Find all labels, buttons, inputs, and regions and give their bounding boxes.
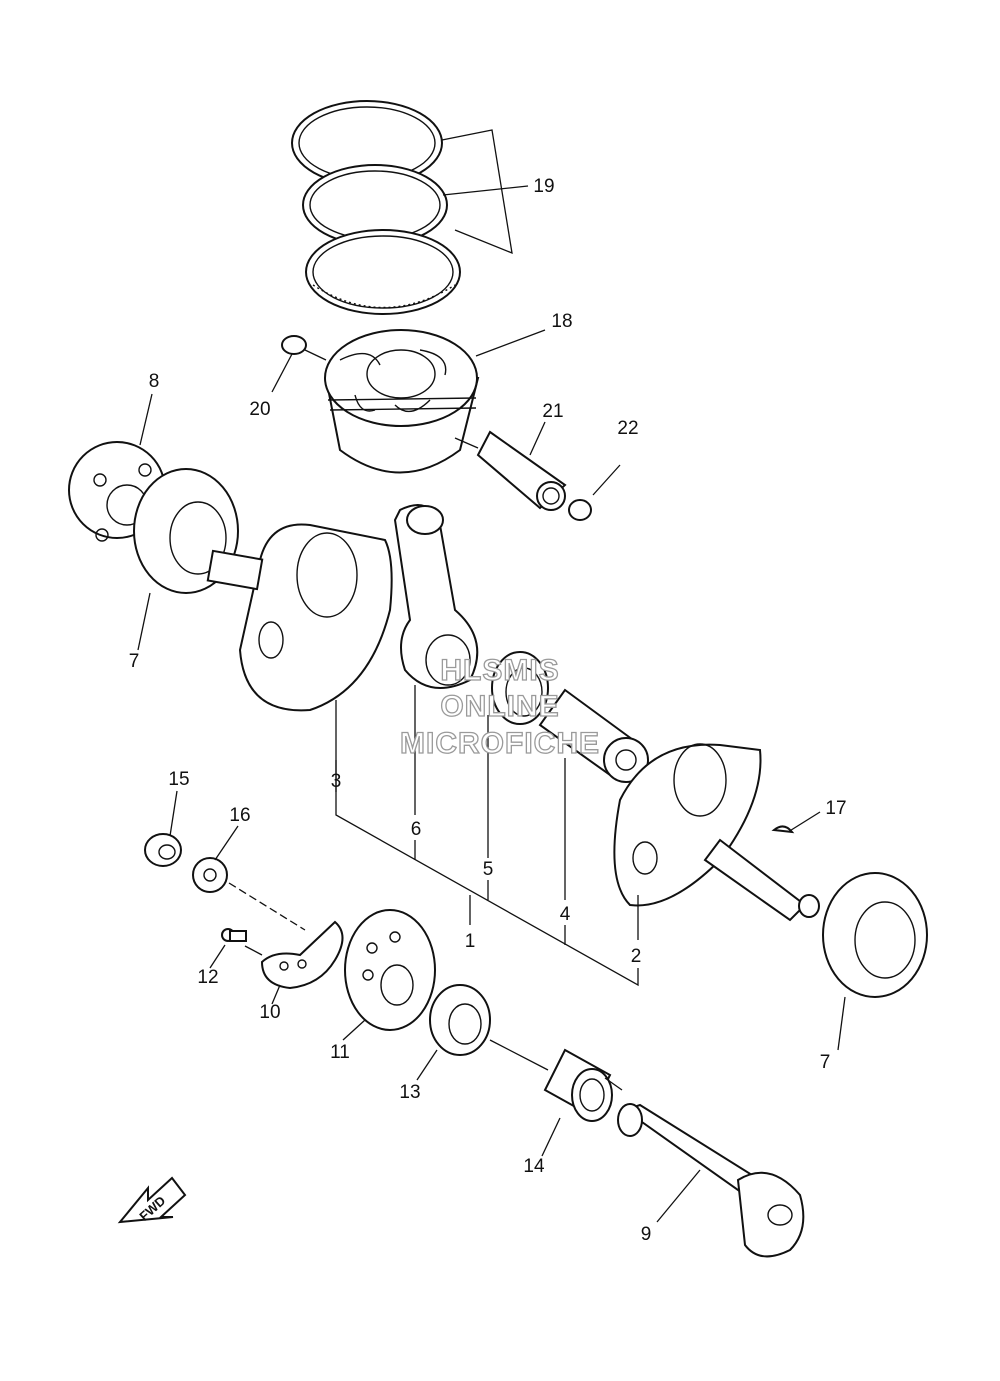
callout-7-right: 7 xyxy=(820,1052,831,1073)
bolt xyxy=(221,928,247,942)
callout-4: 4 xyxy=(560,904,571,925)
callout-17: 17 xyxy=(825,798,846,819)
balancer-shaft xyxy=(617,1103,805,1258)
callout-labels: 1 2 3 4 5 6 7 7 8 9 10 11 12 13 14 15 16… xyxy=(129,176,847,1245)
lock-washer xyxy=(192,857,228,893)
woodruff-key xyxy=(771,825,795,834)
callout-12: 12 xyxy=(197,967,218,988)
crankpin-bearing xyxy=(491,651,549,725)
callout-20: 20 xyxy=(249,399,270,420)
connecting-rod xyxy=(393,504,479,689)
callout-10: 10 xyxy=(259,1002,280,1023)
nut xyxy=(144,833,182,867)
piston-pin xyxy=(476,430,567,511)
callout-13: 13 xyxy=(399,1082,420,1103)
callout-8: 8 xyxy=(149,371,160,392)
callout-22: 22 xyxy=(617,418,638,439)
balancer-drive-gear xyxy=(344,909,436,1031)
callout-21: 21 xyxy=(542,401,563,422)
balancer-bearing xyxy=(429,984,491,1056)
circlip-left xyxy=(281,335,307,355)
leader-lines xyxy=(137,129,846,1223)
balancer-needle-bearing xyxy=(543,1048,613,1122)
callout-11: 11 xyxy=(330,1042,350,1063)
callout-1: 1 xyxy=(465,931,476,952)
crank-pin xyxy=(538,688,649,783)
callout-18: 18 xyxy=(551,311,572,332)
callout-9: 9 xyxy=(641,1224,652,1245)
forward-direction-arrow: FWD xyxy=(117,1176,187,1224)
watermark-line-1: HLSMIS xyxy=(440,654,559,687)
watermark-line-2: ONLINE xyxy=(440,690,559,723)
crank-bearing-right xyxy=(822,872,928,998)
watermark-line-3: MICROFICHE xyxy=(400,727,600,760)
callout-3: 3 xyxy=(331,771,342,792)
callout-15: 15 xyxy=(168,769,189,790)
callout-14: 14 xyxy=(523,1156,545,1177)
callout-16: 16 xyxy=(229,805,250,826)
balancer-weight xyxy=(260,920,344,990)
callout-2: 2 xyxy=(631,946,642,967)
callout-7-left: 7 xyxy=(129,651,140,672)
watermark: HLSMIS ONLINE MICROFICHE xyxy=(399,653,600,760)
piston-ring-set xyxy=(291,100,461,315)
circlip-right xyxy=(568,499,592,521)
crank-half-right xyxy=(613,743,820,922)
callout-19: 19 xyxy=(533,176,554,197)
callout-6: 6 xyxy=(411,819,422,840)
piston xyxy=(324,329,480,474)
crank-half-left xyxy=(206,523,393,712)
callout-5: 5 xyxy=(483,859,494,880)
